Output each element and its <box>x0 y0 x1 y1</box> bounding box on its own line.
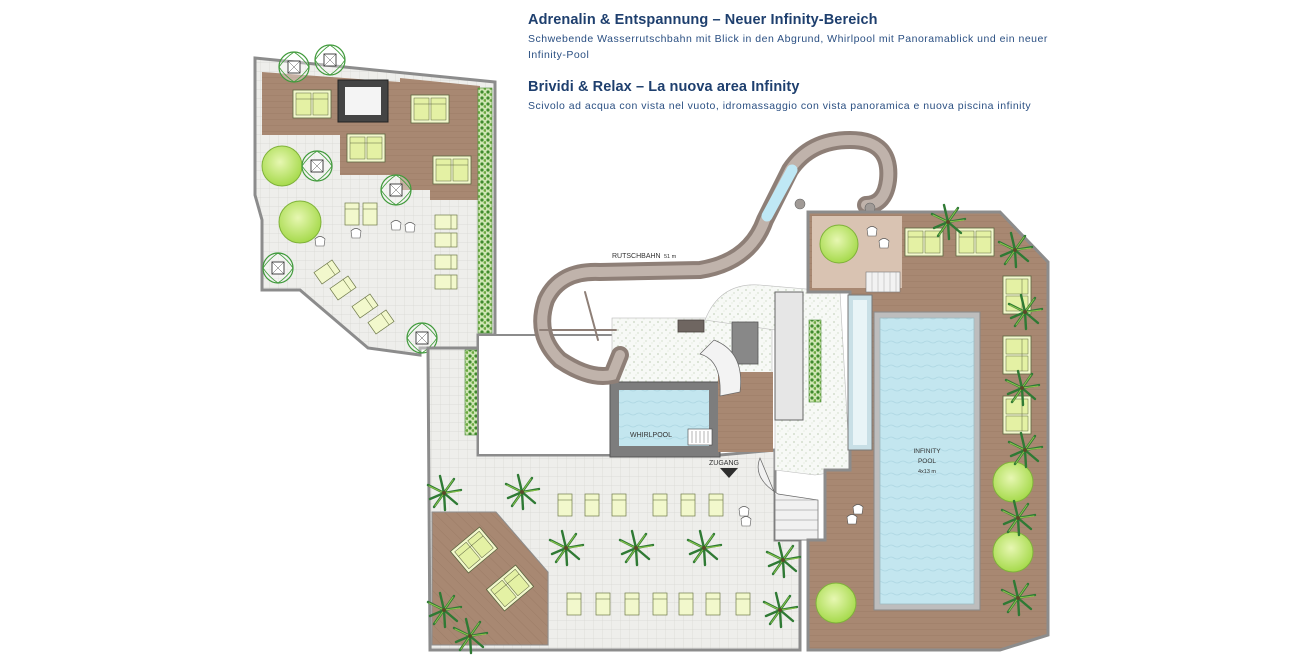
pool-size-label: 4x13 m <box>918 469 936 475</box>
water-slide <box>533 130 898 385</box>
heading-german: Adrenalin & Entspannung – Neuer Infinity… <box>528 12 878 28</box>
text-german: Schwebende Wasserrutschbahn mit Blick in… <box>528 33 1048 61</box>
entrance-label: ZUGANG <box>709 460 739 467</box>
whirlpool-label: WHIRLPOOL <box>630 432 672 439</box>
description-block: Adrenalin & Entspannung – Neuer Infinity… <box>528 12 1048 114</box>
heading-italian: Brividi & Relax – La nuova area Infinity <box>528 79 800 95</box>
text-italian: Scivolo ad acqua con vista nel vuoto, id… <box>528 100 1032 112</box>
pool-label-line1: INFINITY <box>913 448 941 455</box>
pool-terrace <box>806 203 1050 652</box>
upper-terrace <box>253 44 497 357</box>
slide-label: RUTSCHBAHN <box>612 253 661 260</box>
slide-length-label: 51 m <box>664 254 677 260</box>
pool-label-line2: POOL <box>918 458 936 465</box>
central-area <box>477 284 851 541</box>
